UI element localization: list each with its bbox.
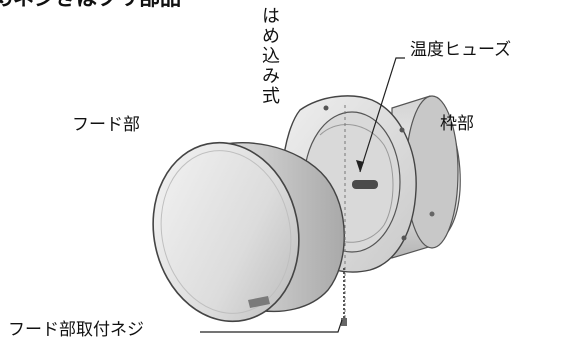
fuse-slot — [352, 180, 378, 189]
fuse-label: 温度ヒューズ — [410, 40, 512, 60]
hood-part — [152, 141, 345, 323]
frame-label: 枠部 — [440, 114, 474, 134]
insert-type-label: はめ込み式 — [259, 6, 280, 106]
fuse-leader-line — [359, 57, 405, 173]
screw-part — [341, 268, 347, 326]
partial-header-text: めネジきはブリ部品 — [0, 0, 181, 9]
screw-label: フード部取付ネジ — [8, 320, 144, 340]
screw-leader-line — [200, 319, 343, 333]
hood-label: フード部 — [72, 115, 140, 135]
